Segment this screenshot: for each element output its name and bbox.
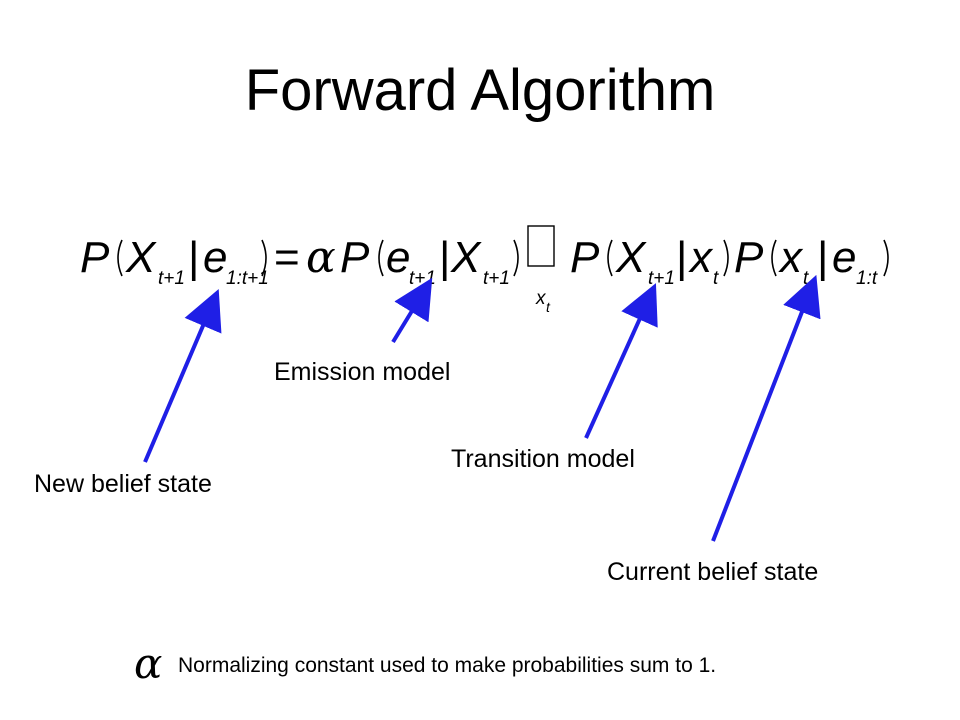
eq-alpha: α — [306, 232, 336, 283]
sum-index-t: t — [546, 299, 551, 315]
eq-sub-1t1: 1:t+1 — [226, 268, 269, 289]
eq-X2: X — [450, 233, 482, 282]
eq-e1: e — [203, 233, 227, 282]
eq-P2: P — [340, 233, 370, 282]
eq-sub-t4: t — [713, 268, 719, 289]
footnote-text: Normalizing constant used to make probab… — [178, 654, 717, 677]
eq-sub-t1-a: t+1 — [158, 268, 185, 289]
eq-paren-close-1 — [261, 239, 267, 277]
footnote-alpha-symbol: α — [134, 639, 163, 688]
sum-index-x: x — [535, 288, 547, 309]
eq-sub-1t: 1:t — [856, 268, 878, 289]
eq-paren-close-4 — [883, 239, 889, 277]
eq-e2: e — [386, 233, 410, 282]
arrow-current-belief — [711, 274, 821, 542]
slide-title: Forward Algorithm — [244, 58, 716, 123]
eq-bar-4: | — [817, 233, 828, 282]
eq-P3: P — [570, 233, 600, 282]
label-transition-model: Transition model — [451, 445, 635, 473]
eq-x4: x — [688, 233, 714, 282]
eq-e5: e — [832, 233, 856, 282]
eq-P1: P — [80, 233, 110, 282]
eq-P4: P — [734, 233, 764, 282]
eq-paren-close-2 — [513, 239, 519, 277]
eq-bar-3: | — [676, 233, 687, 282]
arrow-new-belief — [143, 288, 222, 463]
eq-bar-1: | — [188, 233, 199, 282]
label-new-belief-state: New belief state — [34, 470, 212, 498]
eq-bar-2: | — [439, 233, 450, 282]
eq-equals: = — [274, 233, 300, 282]
eq-X3: X — [615, 233, 647, 282]
label-emission-model: Emission model — [274, 358, 451, 386]
eq-paren-open-3 — [607, 239, 613, 277]
label-current-belief-state: Current belief state — [607, 558, 819, 586]
eq-sub-t1-c: t+1 — [483, 268, 510, 289]
sum-placeholder-box — [527, 225, 555, 267]
eq-X1: X — [125, 233, 157, 282]
arrow-emission — [391, 277, 433, 344]
eq-x5: x — [778, 233, 804, 282]
eq-paren-open-4 — [771, 239, 777, 277]
arrow-transition — [584, 283, 658, 439]
eq-paren-open-2 — [378, 239, 384, 277]
eq-paren-close-3 — [723, 239, 729, 277]
forward-equation: P X t+1 | e 1:t+1 = α P e t+1 | X t+1 x … — [80, 225, 889, 315]
eq-paren-open-1 — [117, 239, 123, 277]
